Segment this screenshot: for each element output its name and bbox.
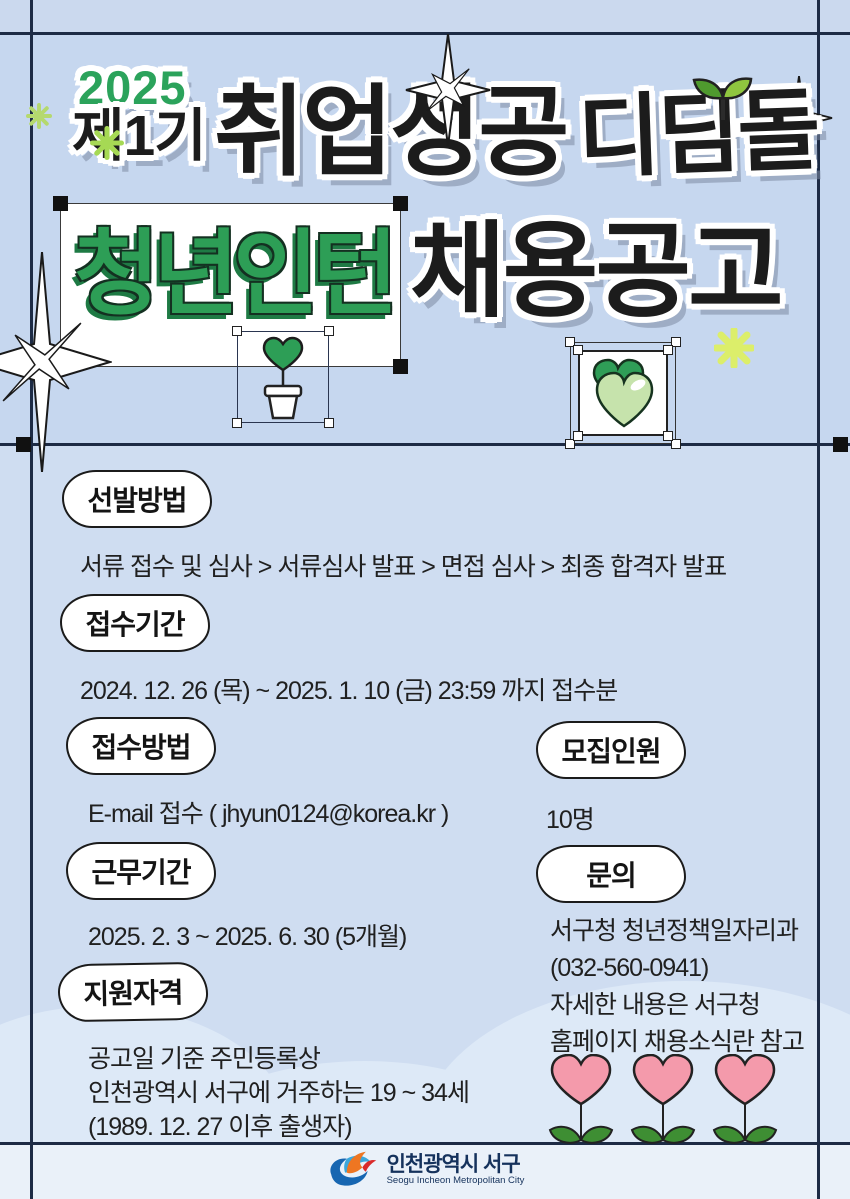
grid-line-middle [0, 443, 850, 446]
inquiry-line: (032-560-0941) [550, 954, 709, 982]
grid-line-top [0, 32, 850, 35]
selection-handle-icon [663, 345, 673, 355]
work-period-text: 2025. 2. 3 ~ 2025. 6. 30 (5개월) [88, 923, 407, 951]
selection-handle-icon [393, 359, 408, 374]
inquiry-line: 자세한 내용은 서구청 [550, 991, 761, 1019]
asterisk-icon [26, 103, 52, 129]
selection-handle-icon [324, 326, 334, 336]
asterisk-icon [714, 328, 754, 368]
eligibility-lines: 공고일 기준 주민등록상 인천광역시 서구에 거주하는 19 ~ 34세 (19… [88, 1042, 508, 1144]
footer-band [0, 1145, 850, 1199]
eligibility-line: 인천광역시 서구에 거주하는 19 ~ 34세 [88, 1079, 470, 1107]
selection-handle-icon [573, 345, 583, 355]
application-period-pill: 접수기간 [60, 594, 210, 652]
grid-line-bottom [0, 1142, 850, 1145]
subject-box [53, 196, 408, 374]
selection-method-text: 서류 접수 및 심사 > 서류심사 발표 > 면접 심사 > 최종 합격자 발표 [80, 553, 727, 581]
selection-handle-icon [565, 439, 575, 449]
grid-line-left [30, 0, 33, 1199]
eligibility-line: 공고일 기준 주민등록상 [88, 1045, 321, 1073]
flowers [544, 1054, 782, 1144]
selection-handle-icon [232, 326, 242, 336]
application-period-text: 2024. 12. 26 (목) ~ 2025. 1. 10 (금) 23:59… [80, 677, 618, 705]
headcount-pill: 모집인원 [536, 721, 686, 779]
eligibility-pill: 지원자격 [57, 961, 209, 1023]
application-period-label: 접수기간 [85, 609, 185, 640]
work-period-pill: 근무기간 [66, 842, 216, 900]
heart-flower-icon [548, 1054, 614, 1144]
grid-line-right [817, 0, 820, 1199]
inquiry-line: 서구청 청년정책일자리과 [550, 917, 799, 945]
eligibility-label: 지원자격 [83, 977, 183, 1010]
seogu-logo-icon [330, 1151, 376, 1186]
selection-method-label: 선발방법 [87, 485, 187, 516]
announcement-text: 채용공고 [410, 214, 784, 330]
selection-handle-icon [833, 437, 848, 452]
application-method-label: 접수방법 [91, 732, 191, 763]
year-text: 2025 [78, 61, 187, 114]
inquiry-label: 문의 [586, 860, 637, 891]
inquiry-line: 홈페이지 채용소식란 참고 [550, 1028, 805, 1056]
inquiry-pill: 문의 [536, 845, 686, 903]
selection-method-pill: 선발방법 [62, 470, 212, 528]
green-heart-fruit-icon [592, 358, 654, 428]
work-period-label: 근무기간 [91, 857, 191, 888]
headcount-label: 모집인원 [561, 736, 661, 767]
selection-handle-icon [565, 337, 575, 347]
selection-handle-icon [16, 437, 31, 452]
sprout-icon [692, 77, 753, 120]
subject-text: 청년인턴 [74, 222, 398, 326]
sparkle-icon [405, 34, 491, 146]
term-text: 제1기 [72, 104, 207, 168]
potted-heart-icon [262, 336, 304, 420]
footer-org-name-en: Seogu Incheon Metropolitan City [386, 1175, 525, 1187]
asterisk-icon [90, 126, 124, 160]
application-method-pill: 접수방법 [66, 717, 216, 775]
pot-selection [232, 326, 334, 428]
sparkle-icon [765, 76, 833, 160]
footer-org-name: 인천광역시 서구 [386, 1153, 521, 1177]
title-jobs-success: 취업성공 [214, 76, 569, 187]
selection-handle-icon [671, 439, 681, 449]
selection-handle-icon [663, 431, 673, 441]
heart-flower-icon [630, 1054, 696, 1144]
sparkle-icon [0, 252, 112, 472]
selection-handle-icon [393, 196, 408, 211]
fruit-outer-selection [565, 337, 681, 449]
selection-handle-icon [232, 418, 242, 428]
inquiry-lines: 서구청 청년정책일자리과 (032-560-0941) 자세한 내용은 서구청 … [550, 913, 830, 1061]
selection-handle-icon [671, 337, 681, 347]
selection-handle-icon [573, 431, 583, 441]
heart-flower-icon [712, 1054, 778, 1144]
eligibility-line: (1989. 12. 27 이후 출생자) [88, 1113, 353, 1141]
footer-logo: 인천광역시 서구 Seogu Incheon Metropolitan City [0, 1150, 850, 1190]
application-method-text: E-mail 접수 ( jhyun0124@korea.kr ) [88, 800, 449, 828]
selection-handle-icon [53, 196, 68, 211]
selection-handle-icon [324, 418, 334, 428]
headcount-text: 10명 [546, 806, 595, 834]
